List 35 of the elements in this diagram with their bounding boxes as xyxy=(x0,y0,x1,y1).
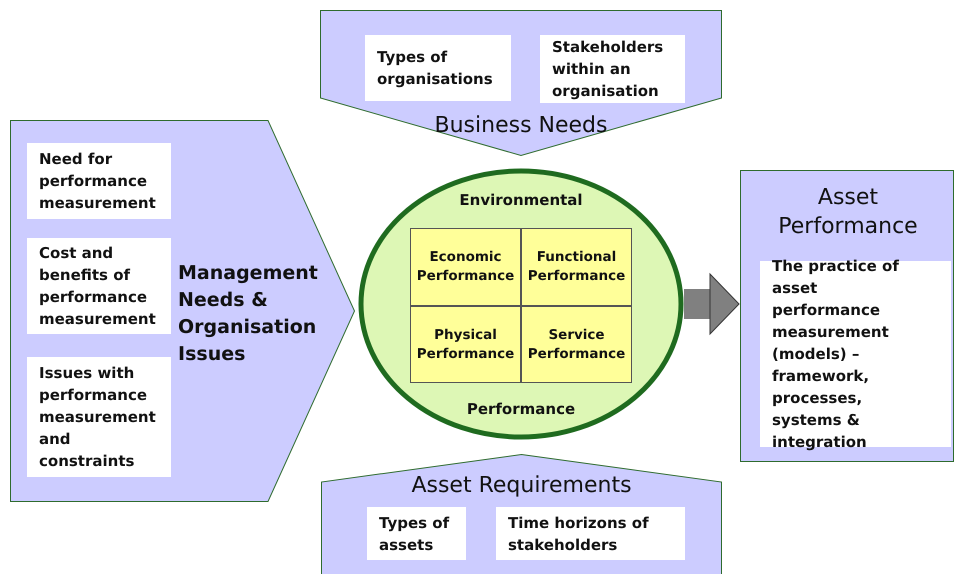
heading-text: Business Needs xyxy=(434,112,608,140)
box-text: Service Performance xyxy=(526,326,626,364)
block-arrow xyxy=(684,274,740,334)
box-text: Need for performance measurement xyxy=(39,149,157,214)
ellipse-shape xyxy=(358,168,684,440)
text-box xyxy=(27,238,171,334)
box-text: Types of organisations xyxy=(377,47,494,90)
box-text: Time horizons of stakeholders xyxy=(508,512,650,556)
box-text: Issues with performance measurement and constraints xyxy=(39,363,157,472)
text-box xyxy=(365,35,511,101)
heading-text: Asset Requirements xyxy=(410,472,633,500)
box-text: Cost and benefits of performance measurement xyxy=(39,243,157,330)
box-text: Physical Performance xyxy=(416,326,516,364)
panel-box xyxy=(740,170,954,462)
box-text: Types of assets xyxy=(379,512,450,556)
heading-text: Environmental xyxy=(458,190,584,211)
text-box xyxy=(27,357,171,477)
quadrant-box xyxy=(521,306,632,383)
pentagon-banner xyxy=(10,120,355,502)
quadrant-box xyxy=(410,228,521,306)
quadrant-box xyxy=(521,228,632,306)
box-text: Stakeholders within an organisation xyxy=(552,37,664,102)
text-box xyxy=(496,507,685,560)
text-box xyxy=(540,35,685,103)
heading-text: Asset Performance xyxy=(777,184,919,241)
box-text: Economic Performance xyxy=(416,248,516,286)
quadrant-box xyxy=(410,306,521,383)
heading-text: Management Needs & Organisation Issues xyxy=(178,261,319,367)
box-text: The practice of asset performance measurement (models) – framework, processes, systems & integration xyxy=(772,256,900,453)
heading-text: Performance xyxy=(466,399,576,420)
pentagon-banner xyxy=(321,454,722,574)
box-text: Functional Performance xyxy=(526,248,626,286)
pentagon-banner xyxy=(320,10,722,156)
text-box xyxy=(27,143,171,219)
text-box xyxy=(367,507,466,560)
